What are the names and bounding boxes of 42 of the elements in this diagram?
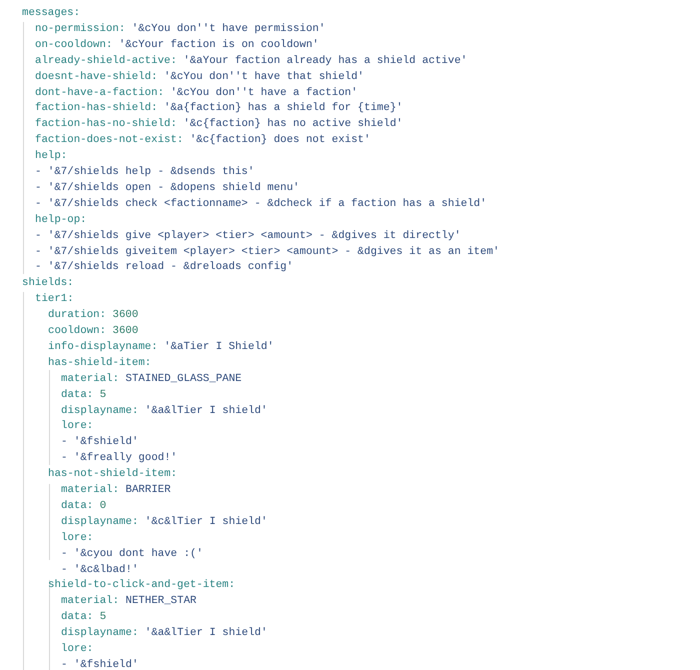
code-line: shield-to-click-and-get-item: (48, 578, 236, 594)
code-line: help-op: (35, 212, 87, 228)
code-line: material: STAINED_GLASS_PANE (61, 372, 242, 387)
code-line: displayname: '&c&lTier I shield' (61, 514, 268, 530)
code-line: data: 0 (61, 498, 106, 514)
code-line: has-not-shield-item: (48, 467, 178, 482)
code-line: help: (35, 149, 68, 164)
code-line: no-permission: '&cYou don''t have permission' (35, 22, 326, 37)
code-line: displayname: '&a&lTier I shield' (61, 404, 268, 418)
code-line: doesnt-have-shield: '&cYou don''t have that shield' (35, 70, 364, 85)
code-line: - '&7/shields reload - &dreloads config' (35, 260, 294, 276)
code-line: messages: (22, 6, 80, 21)
code-line: faction-has-shield: '&a{faction} has a shield for {time}' (35, 101, 403, 116)
code-line: - '&c&lbad!' (61, 562, 138, 578)
code-line: data: 5 (61, 610, 106, 626)
code-line: - '&7/shields giveitem <player> <tier> <amount> - &dgives it as an item' (35, 244, 500, 260)
code-line: on-cooldown: '&cYour faction is on cooldown' (35, 38, 319, 53)
code-line: material: NETHER_STAR (61, 594, 196, 610)
code-line: displayname: '&a&lTier I shield' (61, 626, 268, 642)
code-line: lore: (61, 642, 94, 657)
code-line: - '&fshield' (61, 658, 138, 670)
code-line: has-shield-item: (48, 356, 152, 371)
code-line: - '&7/shields check <factionname> - &dcheck if a faction has a shield' (35, 196, 487, 212)
code-line: shields: (22, 276, 74, 292)
code-line: lore: (61, 530, 94, 546)
code-line: lore: (61, 419, 94, 434)
code-line: dont-have-a-faction: '&cYou don''t have a faction' (35, 86, 358, 100)
code-line: duration: 3600 (48, 308, 138, 324)
code-line: cooldown: 3600 (48, 324, 138, 339)
code-line: - '&7/shields give <player> <tier> <amount> - &dgives it directly' (35, 228, 461, 244)
code-line: - '&fshield' (61, 435, 138, 450)
code-line: tier1: (35, 292, 74, 308)
code-line: data: 5 (61, 388, 106, 403)
code-line: - '&7/shields open - &dopens shield menu' (35, 180, 300, 196)
code-line: faction-has-no-shield: '&c{faction} has no active shield' (35, 117, 403, 132)
code-line: material: BARRIER (61, 483, 171, 498)
code-line: - '&7/shields help - &dsends this' (35, 165, 254, 180)
code-line: - '&freally good!' (61, 451, 178, 466)
code-line: info-displayname: '&aTier I Shield' (48, 340, 274, 355)
code-line: already-shield-active: '&aYour faction already has a shield active' (35, 54, 468, 69)
code-line: - '&cyou dont have :(' (61, 546, 203, 562)
code-line: faction-does-not-exist: '&c{faction} does not exist' (35, 133, 370, 148)
